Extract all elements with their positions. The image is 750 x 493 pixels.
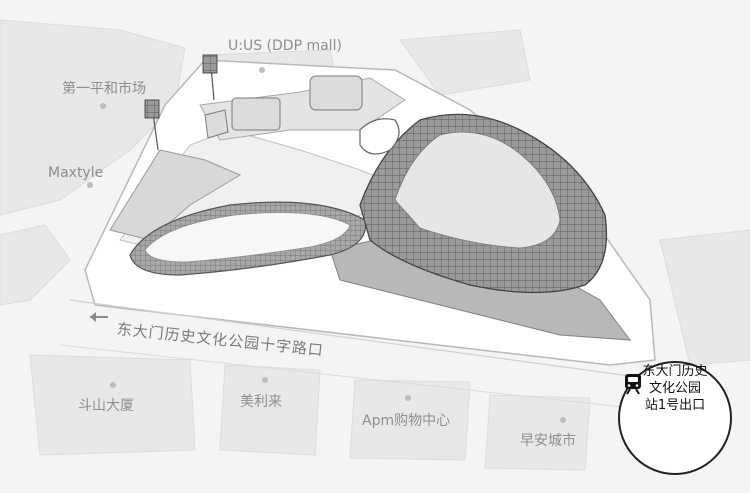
main-road-edge xyxy=(69,299,661,381)
main-road-edge-2 xyxy=(59,344,651,411)
label-uus: U:US (DDP mall) xyxy=(228,38,342,54)
block-northwest xyxy=(0,19,186,216)
north-buildings xyxy=(204,75,363,139)
block-east xyxy=(659,229,750,366)
label-dusan: 斗山大厦 xyxy=(78,398,134,414)
flag-banners xyxy=(144,54,218,119)
exit-line-1: 东大门历史 xyxy=(642,364,708,379)
city-blocks xyxy=(0,19,750,471)
label-milliore: 美利来 xyxy=(240,394,282,410)
label-pyeonghwa: 第一平和市场 xyxy=(62,81,146,97)
subway-exit-badge[interactable]: 东大门历史 文化公园 站1号出口 xyxy=(618,361,732,475)
block-west xyxy=(0,224,71,306)
label-apm: Apm购物中心 xyxy=(362,413,451,429)
exit-line-2: 文化公园 xyxy=(648,381,701,396)
exit-line-3: 站1号出口 xyxy=(644,398,706,413)
block-south-3 xyxy=(484,394,591,471)
block-southwest xyxy=(29,354,196,456)
shell-oval xyxy=(359,118,400,155)
main-shell-roof xyxy=(394,131,561,249)
west-wing-roof xyxy=(144,212,351,263)
block-south-1 xyxy=(219,364,321,456)
arrow-left-icon xyxy=(90,312,108,322)
label-maxtyle: Maxtyle xyxy=(48,165,104,181)
label-hyundai: 早安城市 xyxy=(520,433,576,449)
block-south-2 xyxy=(349,379,471,461)
pin-icon xyxy=(87,67,566,423)
block-north-east xyxy=(399,29,531,96)
metro-icon xyxy=(625,374,641,395)
